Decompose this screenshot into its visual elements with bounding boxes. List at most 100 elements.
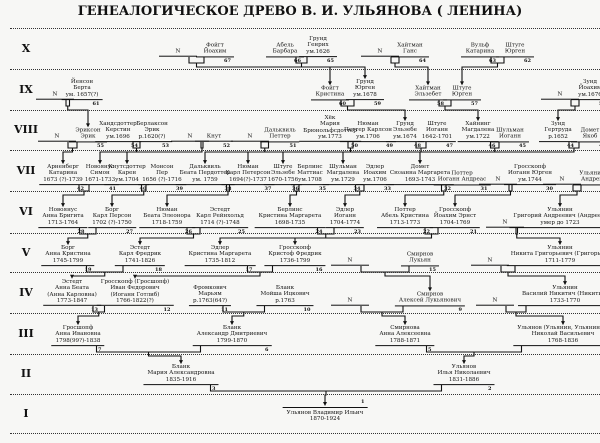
person-name-line: 1741-1826 bbox=[124, 257, 156, 264]
person-name-line: Александр Дмитриевич bbox=[196, 331, 268, 338]
person-name-line: 1713-1764 bbox=[47, 219, 79, 226]
person-name-line: Фойгт bbox=[206, 42, 224, 49]
person-name-line: Смирнов bbox=[416, 291, 444, 298]
person-name-line: Домет bbox=[580, 127, 600, 134]
person-name-line: N bbox=[187, 133, 193, 140]
unknown-person-node: N bbox=[479, 177, 517, 185]
person-number: 44 bbox=[567, 143, 574, 149]
person-name-line: Эрик bbox=[80, 133, 96, 140]
person-name-line: N bbox=[492, 297, 498, 304]
person-name-line: Кристоф Фредрик bbox=[268, 251, 322, 258]
person-name-line: 1735-1812 bbox=[204, 257, 236, 264]
person-name-line: Иоганн bbox=[334, 213, 356, 220]
person-name-line: N bbox=[502, 219, 508, 226]
person-name-line: ум.1706 bbox=[356, 133, 380, 140]
person-number: 11 bbox=[221, 307, 228, 313]
person-name-line: Штуге bbox=[273, 164, 293, 171]
person-name-line: Ульянин bbox=[552, 285, 578, 292]
person-number: 25 bbox=[238, 229, 245, 235]
person-name-line: Николай Васильевич bbox=[531, 331, 595, 338]
person-name-line: Йоахим bbox=[578, 85, 600, 92]
person-name-line: Иоганн Андреас bbox=[437, 176, 487, 183]
person-name-line: Шульман bbox=[329, 164, 357, 171]
person-name-line: Иоганн Юрген bbox=[508, 170, 552, 177]
person-number: 27 bbox=[126, 229, 133, 235]
person-name-line: Ульянин bbox=[579, 170, 600, 177]
connector-line bbox=[209, 385, 443, 403]
person-name-line: Грунд bbox=[309, 36, 327, 43]
person-name-line: Домет bbox=[410, 164, 430, 171]
person-name-line: 1693-1743 bbox=[404, 176, 436, 183]
arrow-down-icon bbox=[558, 241, 562, 246]
connector-line bbox=[404, 185, 447, 205]
person-name-line: N bbox=[54, 133, 60, 140]
person-number: 24 bbox=[315, 229, 323, 235]
person-name-line: Шульман bbox=[496, 127, 524, 134]
generation-label: I bbox=[23, 406, 29, 420]
person-name-line: Анна Кристина bbox=[45, 251, 91, 258]
person-name-line: 1704-1769 bbox=[439, 219, 471, 226]
person-name-line: Сюзанна Маргарета bbox=[389, 170, 451, 177]
person-name-line: 1670-1756 bbox=[267, 176, 299, 183]
person-number: 61 bbox=[92, 101, 100, 107]
person-name-line: Монсон bbox=[150, 164, 174, 171]
person-name-line: ум.1706 bbox=[363, 176, 387, 183]
person-number: 15 bbox=[429, 267, 436, 273]
person-number: 66 bbox=[294, 58, 301, 64]
person-name-line: 1698-1735 bbox=[274, 219, 306, 226]
unknown-person-node: N bbox=[171, 134, 209, 142]
person-name-line: N bbox=[175, 48, 181, 55]
person-node: Гросскопф (Гросшопф)Иван Федорович(Иоган… bbox=[96, 279, 174, 306]
unknown-person-node: N bbox=[36, 92, 74, 100]
person-name-line: Ульянов bbox=[451, 364, 477, 371]
arrow-down-icon bbox=[246, 160, 250, 165]
person-name-line: Маттиас bbox=[297, 170, 323, 177]
person-number: 63 bbox=[489, 58, 496, 64]
person-name-line: ум.1729 bbox=[331, 176, 355, 183]
person-number: 26 bbox=[185, 229, 192, 235]
person-number: 5 bbox=[428, 347, 432, 353]
person-name-line: Петтер Карлсон bbox=[343, 127, 393, 134]
person-name-line: Кристина Маргарета bbox=[188, 251, 252, 258]
arrow-down-icon bbox=[61, 203, 65, 208]
person-name-line: Карл Петерсон bbox=[225, 170, 271, 177]
person-name-line: Ульянов Владимир Ильич bbox=[286, 410, 364, 416]
person-name-line: 1671-1733 bbox=[84, 176, 116, 183]
person-name-line: ум.1674 bbox=[393, 133, 417, 140]
generation-label: IV bbox=[19, 285, 33, 299]
arrow-down-icon bbox=[476, 117, 480, 122]
generation-divider bbox=[10, 191, 600, 192]
generation-label: VII bbox=[16, 163, 36, 177]
person-number: 6 bbox=[265, 347, 269, 353]
arrow-down-icon bbox=[561, 321, 565, 326]
connector-line bbox=[295, 57, 366, 77]
person-name-line: ум.1704 bbox=[115, 176, 139, 183]
person-name-line: ум. 1759 bbox=[192, 176, 218, 183]
unknown-person-node: N bbox=[361, 49, 399, 57]
arrow-down-icon bbox=[165, 203, 169, 208]
connector-line bbox=[65, 100, 89, 125]
person-name-line: Карл Персон bbox=[92, 213, 132, 220]
person-name-line: ум.1678 bbox=[353, 91, 377, 98]
arrow-down-icon bbox=[179, 360, 183, 365]
person-name-line: Якоб bbox=[582, 133, 598, 140]
person-name-line: Арненберг bbox=[47, 164, 79, 171]
person-name-line: 1656 (?)-1716 bbox=[142, 176, 182, 183]
arrow-down-icon bbox=[460, 81, 464, 86]
connector-line bbox=[294, 228, 439, 243]
person-name-line: Пер bbox=[156, 170, 168, 177]
person-number: 18 bbox=[155, 267, 162, 273]
